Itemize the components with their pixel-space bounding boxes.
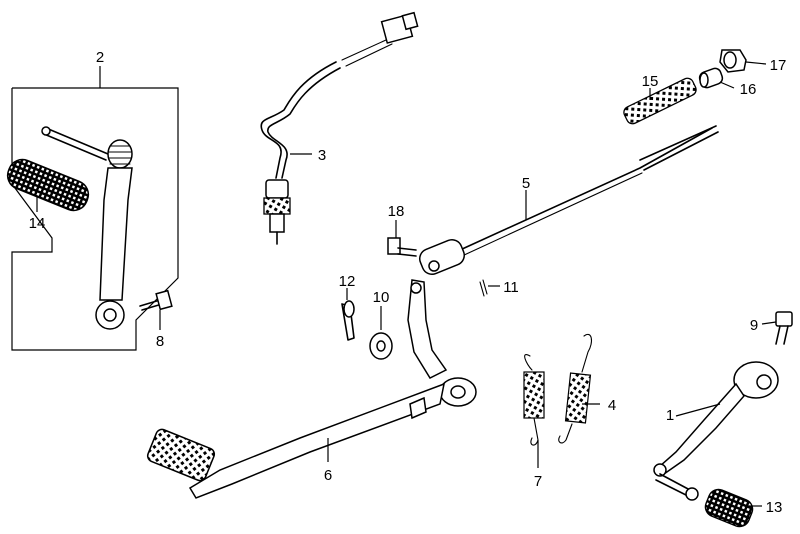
cap-17	[719, 49, 747, 73]
rubber-grip-14	[6, 158, 90, 212]
shift-lever-1	[653, 361, 779, 501]
callout-3: 3	[318, 147, 326, 164]
callout-16: 16	[740, 81, 757, 98]
brake-rod-5	[418, 125, 719, 276]
leader-lines	[36, 61, 777, 507]
switch-wire-3	[260, 11, 419, 245]
cotter-pin-11	[479, 279, 488, 297]
callout-4: 4	[608, 397, 616, 414]
collar-16	[698, 67, 724, 89]
callout-11: 11	[503, 279, 519, 296]
callout-5: 5	[522, 175, 530, 192]
brake-pedal-6	[146, 279, 477, 499]
callout-15: 15	[642, 73, 659, 90]
callout-12: 12	[339, 273, 356, 290]
callout-9: 9	[750, 317, 758, 334]
bolt-8	[139, 289, 173, 311]
callout-10: 10	[373, 289, 390, 306]
washer-10	[369, 332, 393, 360]
callout-7: 7	[534, 473, 542, 490]
callout-labels: 1 2 3 4 5 6 7 8 9 10 11 12 13 14 15 16 1…	[29, 49, 787, 516]
spring-4	[558, 334, 593, 444]
spring-15	[623, 77, 697, 125]
callout-2: 2	[96, 49, 104, 66]
callout-6: 6	[324, 467, 332, 484]
split-pin-12	[341, 300, 355, 341]
callout-14: 14	[29, 215, 46, 232]
bolt-9	[775, 311, 793, 345]
pin-18	[387, 237, 417, 257]
callout-17: 17	[770, 57, 787, 74]
rubber-13	[704, 488, 754, 528]
shift-arm-illustration	[41, 126, 133, 330]
callout-18: 18	[388, 203, 405, 220]
assembly-group-frame	[11, 87, 179, 351]
callout-1: 1	[666, 407, 674, 424]
callout-8: 8	[156, 333, 164, 350]
callout-13: 13	[766, 499, 783, 516]
spring-7	[523, 354, 545, 446]
